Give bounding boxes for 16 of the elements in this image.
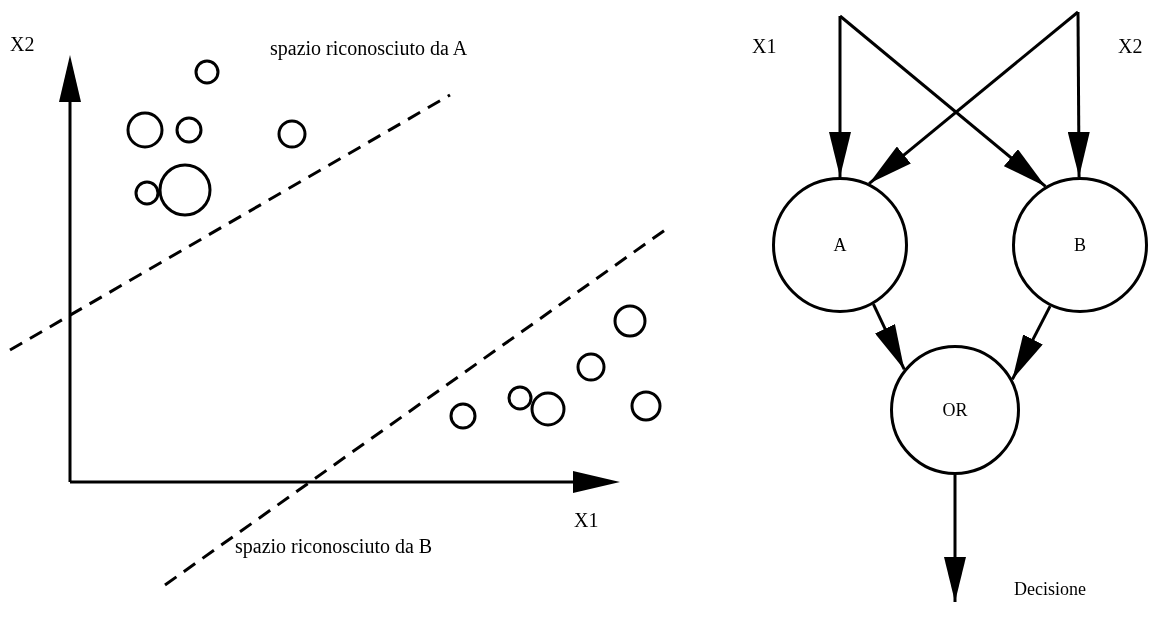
region-label: spazio riconosciuto da B [235,534,433,559]
node-label: A [833,233,847,257]
arrow [1011,305,1052,381]
node-label: B [1074,233,1086,257]
arrow [872,303,906,371]
arrow [1067,12,1090,178]
region-label: spazio riconosciuto da A [270,36,468,61]
input-label: X1 [752,34,777,59]
axis-label: X1 [574,508,599,533]
input-label: X2 [1118,34,1143,59]
axis-label: X2 [10,32,35,57]
arrow [944,475,966,602]
arrow [829,16,851,177]
arrow [839,14,1047,188]
arrow [868,10,1079,185]
node-label: OR [942,398,968,422]
